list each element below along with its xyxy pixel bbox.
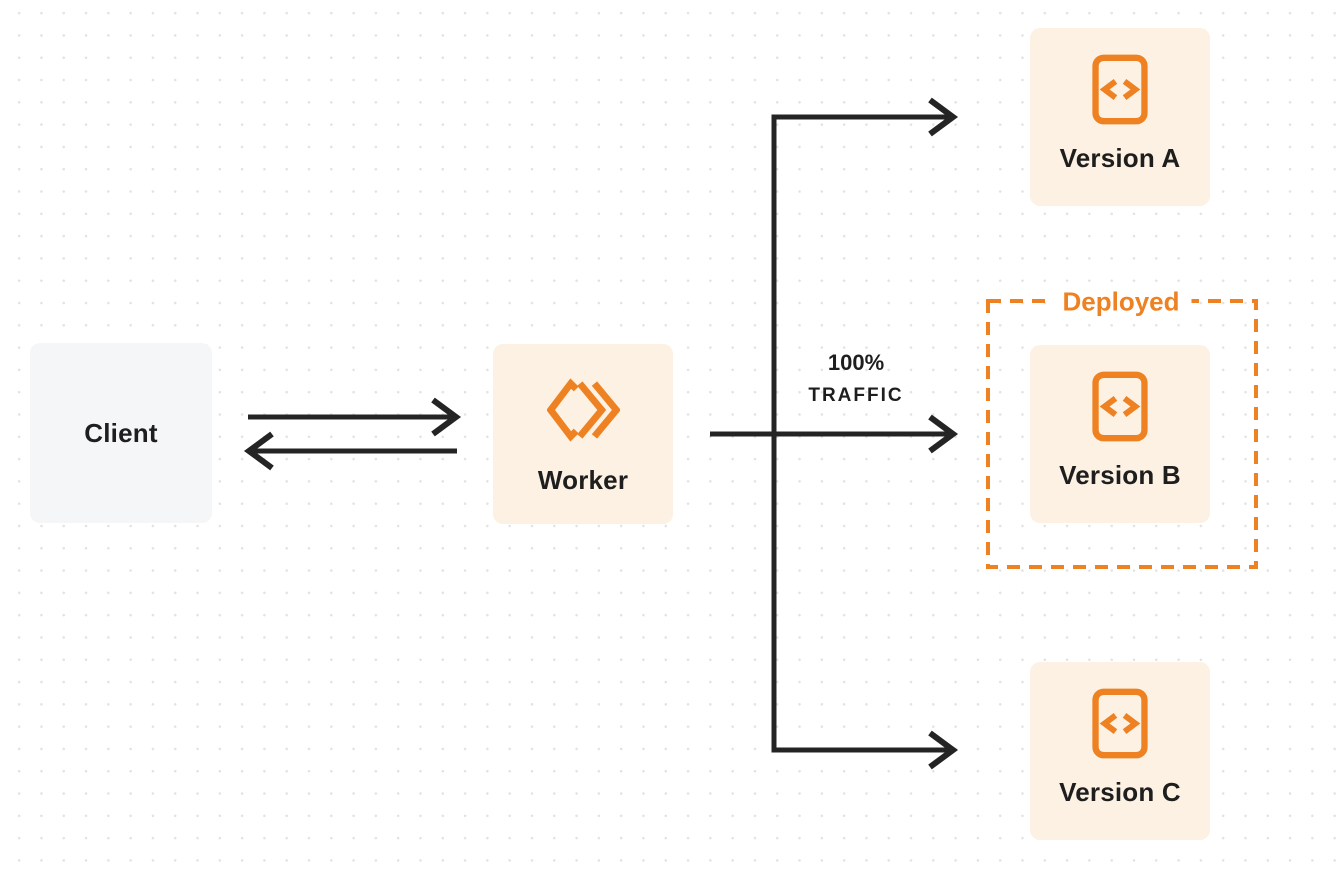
client-node: Client (30, 343, 212, 523)
version-a-label: Version A (1059, 143, 1181, 173)
version-b-node: Version B (1030, 345, 1210, 523)
version-b-label: Version B (1059, 460, 1181, 490)
deployed-label: Deployed (1050, 286, 1192, 318)
arrowhead-version-c (928, 730, 959, 770)
workers-logo-icon (545, 375, 621, 445)
version-c-label: Version C (1059, 777, 1181, 807)
worker-node: Worker (493, 344, 673, 524)
arrowhead-version-a (928, 97, 959, 137)
trunk-connector (710, 97, 959, 770)
traffic-percent-text: 100% (827, 350, 885, 375)
code-file-icon (1091, 370, 1149, 443)
arrowhead-version-b (928, 414, 959, 454)
client-label: Client (84, 417, 158, 448)
arrow-worker-to-client (243, 431, 457, 471)
traffic-label: 100% TRAFFIC (781, 350, 931, 406)
traffic-word-text: TRAFFIC (808, 385, 904, 406)
code-file-icon (1091, 53, 1149, 126)
version-c-node: Version C (1030, 662, 1210, 840)
code-file-icon (1091, 687, 1149, 760)
arrow-client-to-worker (248, 397, 462, 437)
version-a-node: Version A (1030, 28, 1210, 206)
worker-label: Worker (537, 465, 629, 495)
